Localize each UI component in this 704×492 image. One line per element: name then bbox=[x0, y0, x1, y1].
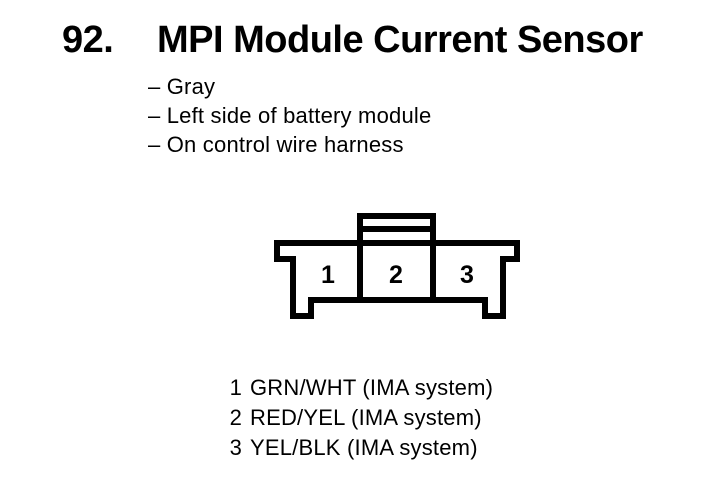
pin-3-label: 3 bbox=[460, 261, 474, 289]
legend-wire-color: YEL/BLK (IMA system) bbox=[250, 435, 478, 460]
item-number: 92. bbox=[62, 19, 114, 61]
legend-pin-number: 3 bbox=[229, 435, 242, 460]
legend-pin-number: 2 bbox=[229, 405, 242, 430]
legend-row-3: 3 YEL/BLK (IMA system) bbox=[228, 433, 493, 463]
legend-pin-number: 1 bbox=[229, 375, 242, 400]
legend-wire-color: RED/YEL (IMA system) bbox=[250, 405, 482, 430]
note-harness: – On control wire harness bbox=[148, 132, 404, 157]
legend-row-2: 2 RED/YEL (IMA system) bbox=[228, 403, 493, 433]
pin-1-label: 1 bbox=[321, 261, 335, 289]
legend-row-1: 1 GRN/WHT (IMA system) bbox=[228, 373, 493, 403]
legend-wire-color: GRN/WHT (IMA system) bbox=[250, 375, 494, 400]
pin-legend: 1 GRN/WHT (IMA system) 2 RED/YEL (IMA sy… bbox=[228, 373, 493, 463]
note-color: – Gray bbox=[148, 74, 216, 99]
pin-2-label: 2 bbox=[389, 261, 403, 289]
note-location: – Left side of battery module bbox=[148, 103, 432, 128]
page-title: MPI Module Current Sensor bbox=[157, 19, 643, 61]
connector-outline bbox=[274, 240, 520, 319]
connector-notes: – Gray – Left side of battery module – O… bbox=[148, 72, 431, 159]
